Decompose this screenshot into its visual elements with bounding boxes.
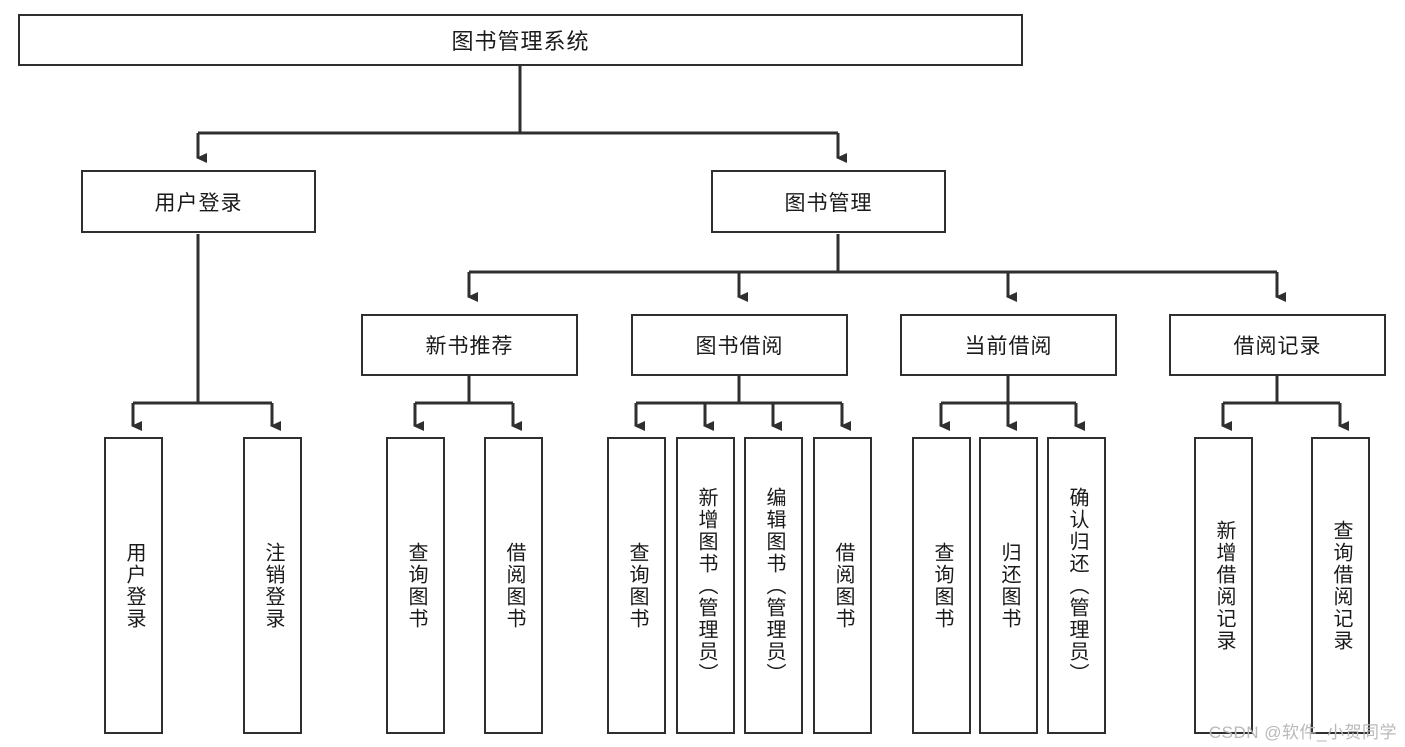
leaf-book-borrow-query[interactable]: 查询图书 xyxy=(607,437,666,734)
leaf-user-login-logout[interactable]: 注销登录 xyxy=(243,437,302,734)
leaf-book-borrow-edit[interactable]: 编辑图书（管理员） xyxy=(744,437,803,734)
leaf-borrow-record-query[interactable]: 查询借阅记录 xyxy=(1311,437,1370,734)
node-label: 新增图书（管理员） xyxy=(695,486,717,685)
node-borrow-record[interactable]: 借阅记录 xyxy=(1169,314,1386,376)
node-label: 编辑图书（管理员） xyxy=(763,486,785,685)
node-label: 用户登录 xyxy=(154,191,243,215)
leaf-book-borrow-borrow[interactable]: 借阅图书 xyxy=(813,437,872,734)
node-label: 确认归还（管理员） xyxy=(1066,486,1088,685)
node-label: 图书管理系统 xyxy=(451,29,590,54)
leaf-current-borrow-return[interactable]: 归还图书 xyxy=(979,437,1038,734)
node-label: 查询图书 xyxy=(931,541,953,630)
leaf-borrow-record-add[interactable]: 新增借阅记录 xyxy=(1194,437,1253,734)
node-label: 查询图书 xyxy=(626,541,648,630)
leaf-user-login-login[interactable]: 用户登录 xyxy=(104,437,163,734)
leaf-new-book-borrow[interactable]: 借阅图书 xyxy=(484,437,543,734)
node-label: 注销登录 xyxy=(262,541,284,630)
node-label: 借阅图书 xyxy=(503,541,525,630)
leaf-current-borrow-query[interactable]: 查询图书 xyxy=(912,437,971,734)
node-book-management[interactable]: 图书管理 xyxy=(711,170,946,233)
leaf-new-book-query[interactable]: 查询图书 xyxy=(386,437,445,734)
node-label: 新增借阅记录 xyxy=(1213,519,1235,652)
node-label: 归还图书 xyxy=(998,541,1020,630)
node-label: 借阅图书 xyxy=(832,541,854,630)
node-current-borrow[interactable]: 当前借阅 xyxy=(900,314,1117,376)
node-root-book-management-system[interactable]: 图书管理系统 xyxy=(18,14,1023,66)
node-label: 查询借阅记录 xyxy=(1330,519,1352,652)
node-label: 图书管理 xyxy=(784,191,873,215)
node-book-borrow[interactable]: 图书借阅 xyxy=(631,314,848,376)
csdn-watermark: CSDN @软件_小贺同学 xyxy=(1208,723,1397,742)
leaf-book-borrow-add[interactable]: 新增图书（管理员） xyxy=(676,437,735,734)
node-new-book-recommend[interactable]: 新书推荐 xyxy=(361,314,578,376)
node-label: 新书推荐 xyxy=(425,335,514,358)
node-user-login[interactable]: 用户登录 xyxy=(81,170,316,233)
node-label: 图书借阅 xyxy=(695,335,784,358)
node-label: 当前借阅 xyxy=(964,335,1053,358)
node-label: 用户登录 xyxy=(123,541,145,630)
leaf-current-borrow-confirm-return[interactable]: 确认归还（管理员） xyxy=(1047,437,1106,734)
node-label: 查询图书 xyxy=(405,541,427,630)
node-label: 借阅记录 xyxy=(1233,335,1322,358)
